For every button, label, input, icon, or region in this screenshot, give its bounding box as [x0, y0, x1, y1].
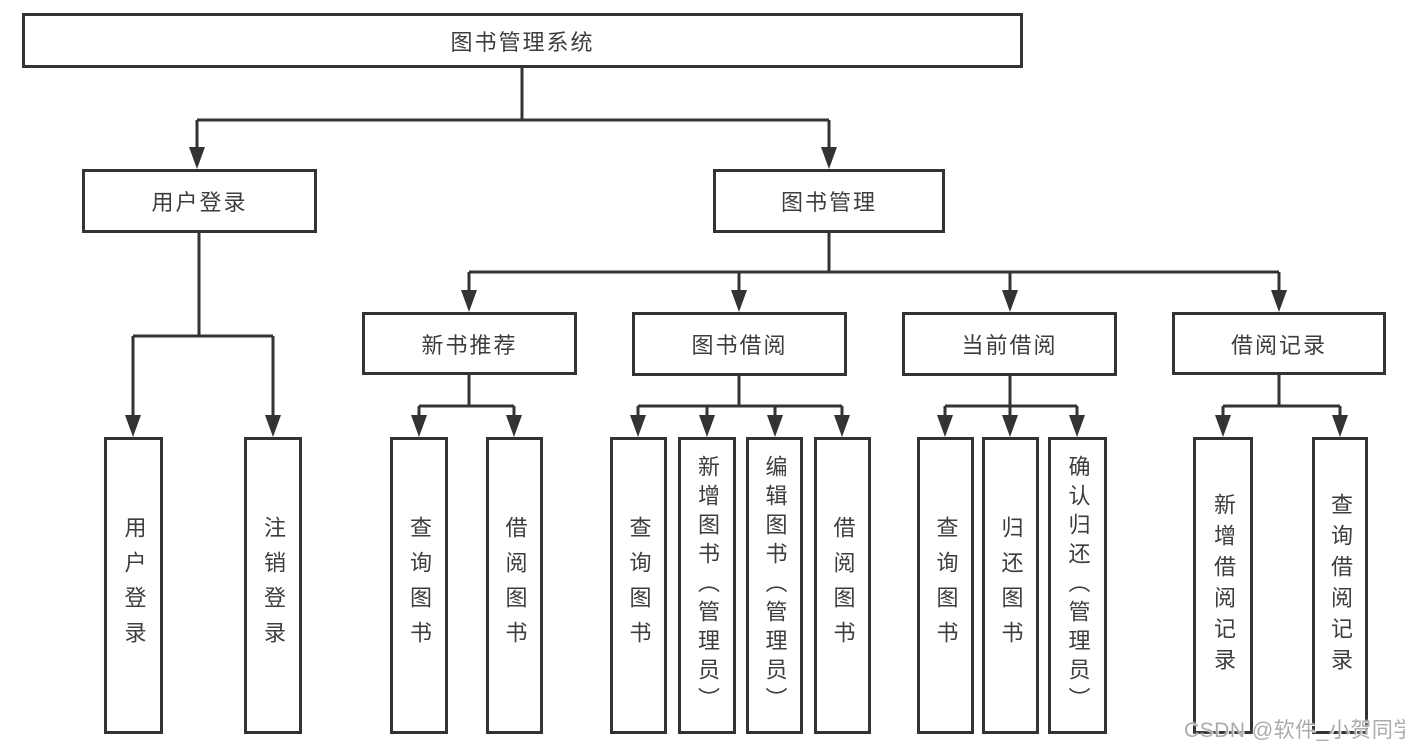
node-leaf-add-borrow-record: 新增借阅记录: [1193, 437, 1253, 734]
wires-group: [131, 68, 1342, 419]
node-book-management: 图书管理: [713, 169, 945, 233]
arrowhead-icon: [731, 290, 747, 312]
node-user-login: 用户登录: [82, 169, 317, 233]
node-new-book-recommend: 新书推荐: [362, 312, 577, 375]
arrowhead-icon: [821, 147, 837, 169]
wire-book-mgmt-to-level3: [467, 233, 1281, 294]
leaf-label: 查询图书: [407, 515, 432, 656]
arrowhead-icon: [1215, 415, 1231, 437]
arrowhead-icon: [461, 290, 477, 312]
wire-root-to-level2: [195, 68, 831, 151]
node-leaf-confirm-return-admin: 确认归还（管理员）: [1048, 437, 1107, 734]
node-borrowing-records: 借阅记录: [1172, 312, 1386, 375]
node-leaf-add-books-admin: 新增图书（管理员）: [678, 437, 736, 734]
arrowhead-icon: [1332, 415, 1348, 437]
arrowhead-icon: [189, 147, 205, 169]
node-current-borrowing: 当前借阅: [902, 312, 1117, 376]
arrowhead-icon: [1002, 290, 1018, 312]
node-leaf-query-books-current: 查询图书: [917, 437, 974, 734]
leaf-label: 用户登录: [121, 515, 147, 656]
node-leaf-borrow-books-recommend: 借阅图书: [486, 437, 543, 734]
arrowhead-icon: [125, 415, 141, 437]
leaf-label: 确认归还（管理员）: [1065, 455, 1091, 716]
leaf-label: 查询图书: [626, 515, 652, 656]
arrowhead-icon: [937, 415, 953, 437]
wire-records-children: [1221, 375, 1342, 419]
leaf-label: 查询图书: [933, 515, 959, 656]
arrowhead-icon: [1002, 415, 1018, 437]
watermark: CSDN @软件_小贺同学: [1184, 719, 1405, 742]
leaf-label: 归还图书: [998, 515, 1024, 656]
node-leaf-query-books-recommend: 查询图书: [390, 437, 448, 734]
node-leaf-logout-login: 注销登录: [244, 437, 302, 734]
node-leaf-edit-books-admin: 编辑图书（管理员）: [746, 437, 803, 734]
arrowhead-icon: [265, 415, 281, 437]
arrowhead-icon: [834, 415, 850, 437]
leaf-label: 编辑图书（管理员）: [762, 455, 788, 716]
arrowhead-icon: [1069, 415, 1085, 437]
arrowhead-icon: [630, 415, 646, 437]
wire-current-borrow-children: [943, 375, 1079, 419]
leaf-label: 借阅图书: [502, 515, 528, 656]
arrowhead-icon: [1271, 290, 1287, 312]
node-leaf-query-books-borrowing: 查询图书: [610, 437, 667, 734]
leaf-label: 新增借阅记录: [1211, 492, 1236, 679]
arrowhead-icon: [411, 415, 427, 437]
node-leaf-user-login: 用户登录: [104, 437, 163, 734]
arrowhead-icon: [767, 415, 783, 437]
leaf-label: 新增图书（管理员）: [695, 455, 720, 716]
leaf-label: 注销登录: [261, 515, 286, 656]
leaf-label: 查询借阅记录: [1328, 492, 1353, 679]
node-leaf-borrow-books: 借阅图书: [814, 437, 871, 734]
arrowheads-group: [125, 147, 1348, 437]
node-leaf-return-books: 归还图书: [982, 437, 1039, 734]
node-root: 图书管理系统: [22, 13, 1023, 68]
wire-book-borrow-children: [636, 375, 844, 419]
node-leaf-query-borrow-record: 查询借阅记录: [1312, 437, 1368, 734]
arrowhead-icon: [699, 415, 715, 437]
wire-user-login-children: [131, 233, 275, 419]
wire-new-book-children: [417, 375, 516, 419]
leaf-label: 借阅图书: [830, 515, 856, 656]
arrowhead-icon: [506, 415, 522, 437]
node-book-borrowing: 图书借阅: [632, 312, 847, 376]
